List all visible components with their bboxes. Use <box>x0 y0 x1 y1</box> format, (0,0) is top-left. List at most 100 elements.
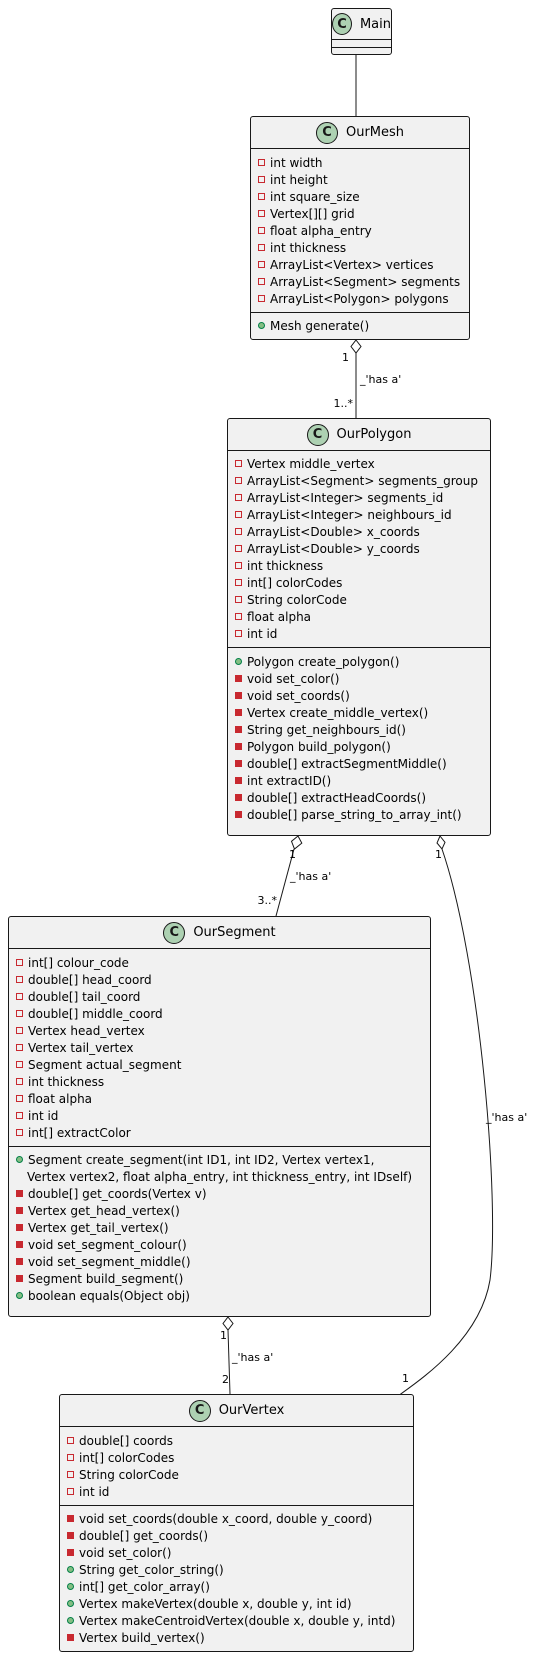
attribute-text: float alpha <box>247 609 312 624</box>
method-text: double[] extractHeadCoords() <box>247 790 427 805</box>
method-text: Vertex build_vertex() <box>79 1630 205 1645</box>
method-text: String get_color_string() <box>79 1562 224 1577</box>
private-visibility-icon <box>67 1488 74 1495</box>
mult-vertex-to-polygon: 1 <box>402 1372 409 1385</box>
mult-polygon-from-vtx: 1 <box>435 848 442 861</box>
class-main[interactable]: C Main <box>331 8 392 55</box>
private-visibility-icon <box>258 244 265 251</box>
attribute-row: ArrayList<Segment> segments <box>251 273 469 290</box>
method-row: Mesh generate() <box>251 317 469 334</box>
private-visibility-icon <box>235 811 242 818</box>
attribute-text: int thickness <box>28 1074 105 1089</box>
attribute-row: int[] colour_code <box>9 954 430 971</box>
method-text: void set_color() <box>79 1545 172 1560</box>
private-visibility-icon <box>16 1275 23 1282</box>
attribute-text: double[] head_coord <box>28 972 152 987</box>
private-visibility-icon <box>16 1112 23 1119</box>
private-visibility-icon <box>16 993 23 1000</box>
attribute-row: double[] head_coord <box>9 971 430 988</box>
label-polygon-segment: _'has a' <box>289 870 331 883</box>
aggregation-diamond-polygon-seg <box>290 835 303 850</box>
method-row: Vertex create_middle_vertex() <box>228 704 490 721</box>
method-text: Segment create_segment(int ID1, int ID2,… <box>28 1152 375 1167</box>
private-visibility-icon <box>258 159 265 166</box>
private-visibility-icon <box>235 494 242 501</box>
method-text: int extractID() <box>247 773 332 788</box>
private-visibility-icon <box>235 675 242 682</box>
attribute-text: int thickness <box>270 240 347 255</box>
attribute-text: int id <box>247 626 278 641</box>
private-visibility-icon <box>258 193 265 200</box>
attribute-row: String colorCode <box>228 591 490 608</box>
method-text: double[] get_coords() <box>79 1528 209 1543</box>
method-row: Segment create_segment(int ID1, int ID2,… <box>9 1151 430 1168</box>
attribute-text: double[] tail_coord <box>28 989 141 1004</box>
private-visibility-icon <box>16 1129 23 1136</box>
mult-polygon-from-seg: 1 <box>289 848 296 861</box>
public-visibility-icon <box>16 1156 23 1163</box>
class-name: OurPolygon <box>336 427 412 442</box>
private-visibility-icon <box>235 794 242 801</box>
private-visibility-icon <box>235 709 242 716</box>
private-visibility-icon <box>235 579 242 586</box>
method-text: Vertex makeCentroidVertex(double x, doub… <box>79 1613 396 1628</box>
private-visibility-icon <box>16 1207 23 1214</box>
attribute-text: ArrayList<Double> x_coords <box>247 524 420 539</box>
private-visibility-icon <box>16 1258 23 1265</box>
method-text: void set_color() <box>247 671 340 686</box>
method-row: Segment build_segment() <box>9 1270 430 1287</box>
attribute-text: Vertex tail_vertex <box>28 1040 134 1055</box>
private-visibility-icon <box>235 528 242 535</box>
method-text: void set_segment_colour() <box>28 1237 187 1252</box>
class-name: OurVertex <box>218 1403 285 1418</box>
attribute-text: ArrayList<Integer> neighbours_id <box>247 507 452 522</box>
class-header: C OurPolygon <box>228 419 490 451</box>
method-row: String get_color_string() <box>60 1561 413 1578</box>
method-text: void set_coords() <box>247 688 350 703</box>
attribute-text: ArrayList<Integer> segments_id <box>247 490 444 505</box>
attribute-row: float alpha <box>9 1090 430 1107</box>
label-polygon-vertex: _'has a' <box>485 1111 527 1124</box>
attribute-text: String colorCode <box>79 1467 179 1482</box>
private-visibility-icon <box>235 596 242 603</box>
attribute-row: Vertex[][] grid <box>251 205 469 222</box>
attribute-row: float alpha <box>228 608 490 625</box>
attribute-text: int[] colorCodes <box>79 1450 175 1465</box>
attribute-row: int[] colorCodes <box>228 574 490 591</box>
method-row: void set_segment_colour() <box>9 1236 430 1253</box>
private-visibility-icon <box>235 726 242 733</box>
private-visibility-icon <box>235 692 242 699</box>
class-icon: C <box>188 1399 211 1422</box>
method-text: void set_coords(double x_coord, double y… <box>79 1511 373 1526</box>
attribute-row: int id <box>228 625 490 642</box>
private-visibility-icon <box>67 1634 74 1641</box>
private-visibility-icon <box>16 1010 23 1017</box>
method-row: void set_coords() <box>228 687 490 704</box>
method-row: Vertex get_head_vertex() <box>9 1202 430 1219</box>
method-row: Vertex makeCentroidVertex(double x, doub… <box>60 1612 413 1629</box>
public-visibility-icon <box>67 1583 74 1590</box>
method-row: Polygon create_polygon() <box>228 653 490 670</box>
attribute-row: ArrayList<Polygon> polygons <box>251 290 469 307</box>
private-visibility-icon <box>258 295 265 302</box>
private-visibility-icon <box>258 278 265 285</box>
method-row: boolean equals(Object obj) <box>9 1287 430 1304</box>
class-name: OurMesh <box>345 125 405 140</box>
attribute-text: double[] middle_coord <box>28 1006 163 1021</box>
attribute-text: ArrayList<Double> y_coords <box>247 541 420 556</box>
private-visibility-icon <box>235 477 242 484</box>
method-row: Polygon build_polygon() <box>228 738 490 755</box>
attribute-text: int id <box>79 1484 110 1499</box>
method-row: Vertex get_tail_vertex() <box>9 1219 430 1236</box>
mult-segment-to: 3..* <box>258 894 278 907</box>
method-text: String get_neighbours_id() <box>247 722 406 737</box>
private-visibility-icon <box>16 1027 23 1034</box>
public-visibility-icon <box>235 658 242 665</box>
private-visibility-icon <box>67 1549 74 1556</box>
attribute-text: ArrayList<Segment> segments_group <box>247 473 478 488</box>
method-text: Segment build_segment() <box>28 1271 184 1286</box>
